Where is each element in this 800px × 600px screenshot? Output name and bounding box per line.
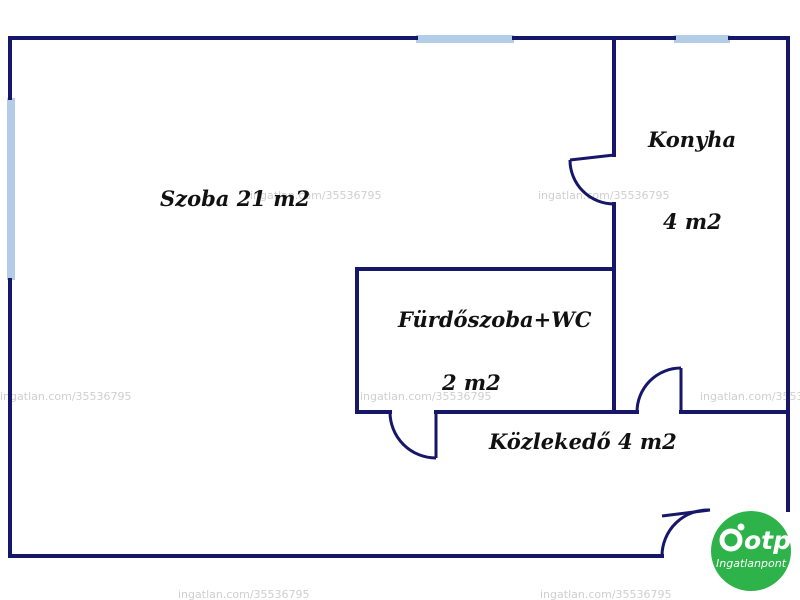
room-label-furdoszoba: Fürdőszoba+WC bbox=[397, 307, 592, 332]
room-label-kozlekedo: Közlekedő 4 m2 bbox=[488, 429, 677, 454]
door-leaf bbox=[569, 153, 615, 162]
watermark-text: ingatlan.com/35536795 bbox=[540, 588, 672, 600]
room-area-furdoszoba: 2 m2 bbox=[441, 370, 501, 395]
watermark-text: ingatlan.com/35536795 bbox=[538, 189, 670, 202]
door-swing bbox=[660, 508, 711, 557]
logo-mark-icon bbox=[719, 528, 743, 552]
windows bbox=[7, 35, 730, 280]
logo-sub: Ingatlanpont bbox=[716, 557, 787, 570]
room-label-szoba: Szoba 21 m2 bbox=[160, 186, 310, 211]
watermark-text: ingatlan.com/35536795 bbox=[250, 189, 382, 202]
watermark-text: ingatlan.com/35536795 bbox=[700, 390, 800, 403]
walls bbox=[8, 36, 790, 558]
logo-brand: otp bbox=[744, 526, 791, 555]
window bbox=[416, 35, 514, 43]
watermark-text: ingatlan.com/35536795 bbox=[178, 588, 310, 600]
room-labels: Szoba 21 m2 Konyha 4 m2 Fürdőszoba+WC 2 … bbox=[160, 127, 736, 454]
logo-mark-dot-icon bbox=[737, 523, 745, 531]
doors bbox=[388, 153, 711, 557]
window bbox=[7, 98, 15, 280]
watermark-text: ingatlan.com/35536795 bbox=[360, 390, 492, 403]
room-label-konyha: Konyha bbox=[647, 127, 736, 152]
door-swing bbox=[388, 411, 437, 460]
otp-logo: otp Ingatlanpont bbox=[711, 511, 791, 591]
door-swing bbox=[568, 159, 615, 206]
window bbox=[674, 35, 730, 43]
door-swing bbox=[635, 366, 682, 413]
watermark-text: ingatlan.com/35536795 bbox=[0, 390, 132, 403]
watermarks: ingatlan.com/35536795 ingatlan.com/35536… bbox=[0, 189, 800, 600]
room-area-konyha: 4 m2 bbox=[663, 209, 722, 234]
